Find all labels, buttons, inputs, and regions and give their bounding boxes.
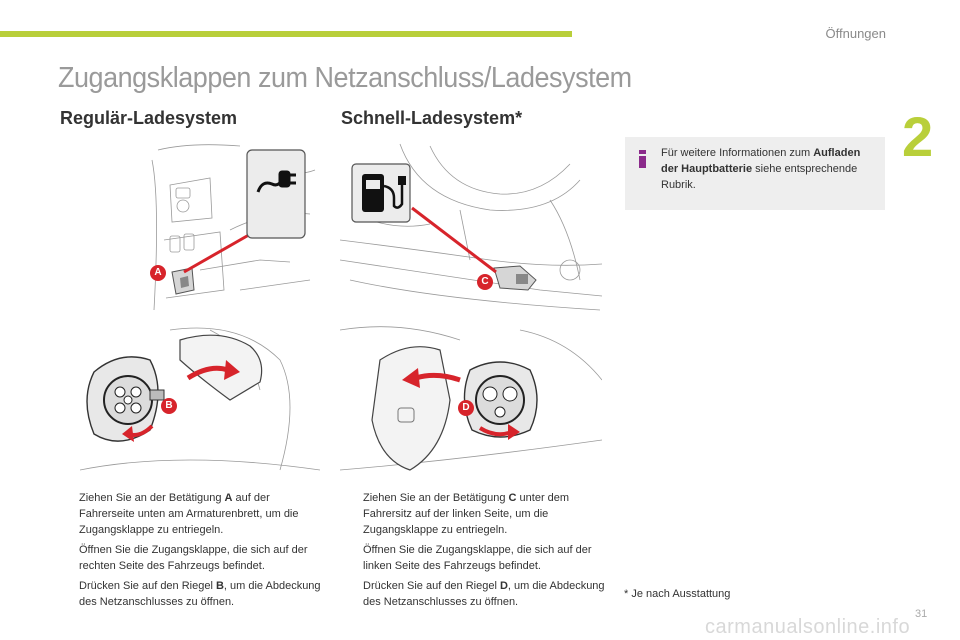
step-fast-2: Öffnen Sie die Zugangsklappe, die sich a… [363,544,592,572]
section-title-fast: Schnell-Ladesystem* [341,108,523,128]
steps-regular: Ziehen Sie an der Betätigung A auf der F… [62,490,327,614]
socket-fast [463,361,538,438]
callout-d: D [458,400,474,416]
callout-c: C [477,274,493,290]
callout-b: B [161,398,177,414]
figure-dashboard-release [150,140,318,312]
callout-a: A [150,265,166,281]
plug-icon [256,170,296,193]
figure-regular-socket [80,320,320,480]
info-text: Für weitere Informationen zum Aufladen d… [661,147,861,191]
release-lever-a [171,267,195,295]
step-regular-1: Ziehen Sie an der Betätigung A auf der F… [79,492,299,536]
step-regular-3: Drücken Sie auf den Riegel B, um die Abd… [79,580,321,608]
figure-fast-socket [340,320,602,480]
watermark: carmanualsonline.info [705,616,911,638]
step-fast-3: Drücken Sie auf den Riegel D, um die Abd… [363,580,605,608]
socket-regular [86,356,165,442]
chapter-number: 2 [902,105,934,168]
charging-station-icon [362,174,406,212]
release-lever-c [493,265,537,291]
page-title: Zugangsklappen zum Netzanschluss/Ladesys… [58,62,632,94]
steps-fast: Ziehen Sie an der Betätigung C unter dem… [346,490,611,614]
footnote: * Je nach Ausstattung [624,588,731,600]
step-fast-1: Ziehen Sie an der Betätigung C unter dem… [363,492,570,536]
chapter-title: Öffnungen [825,26,886,41]
info-box: Für weitere Informationen zum Aufladen d… [625,137,885,210]
figure-seat-release [340,140,602,312]
chapter-accent-bar [0,31,572,37]
page-number: 31 [915,608,928,620]
section-title-regular: Regulär-Ladesystem [60,108,238,128]
info-icon [639,150,646,168]
step-regular-2: Öffnen Sie die Zugangsklappe, die sich a… [79,544,308,572]
